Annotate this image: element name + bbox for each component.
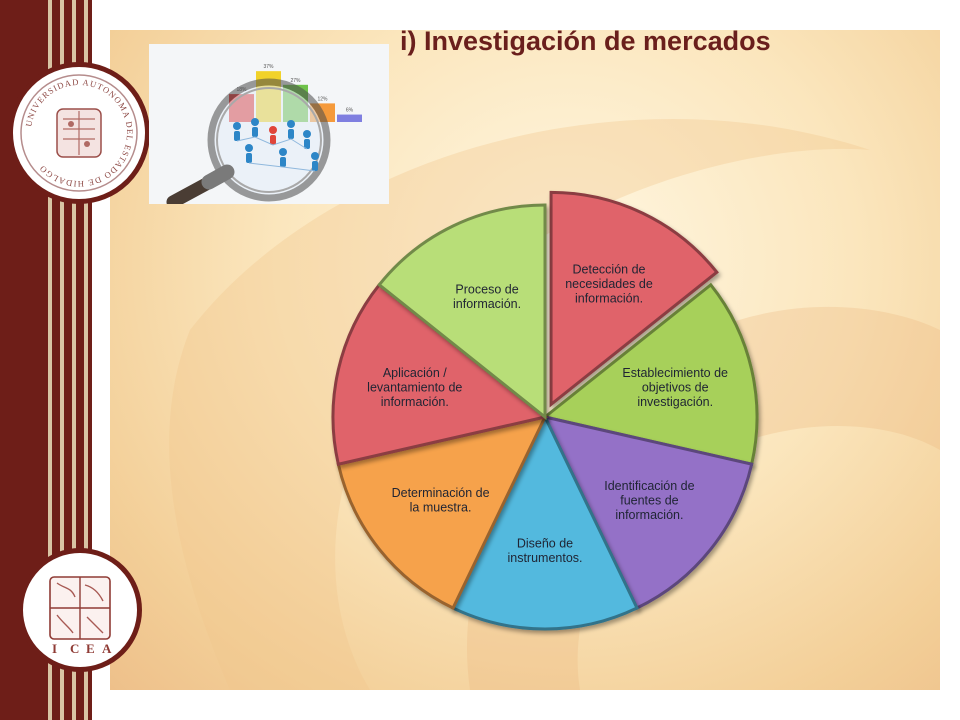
band-stripe <box>84 0 88 720</box>
diagram-segment <box>451 413 639 631</box>
slide-title: i) Investigación de mercados <box>400 26 771 56</box>
band-stripe <box>48 0 52 720</box>
diagram-segment <box>331 282 549 466</box>
diagram-segment-label-line: fuentes de <box>620 493 678 507</box>
diagram-segment-label-line: objetivos de <box>642 380 709 394</box>
diagram-segment-label-line: Proceso de <box>455 282 518 296</box>
diagram-segment-label-line: información. <box>381 395 449 409</box>
diagram-segment-label-line: información. <box>453 297 521 311</box>
diagram-segment-label-line: información. <box>575 292 643 306</box>
diagram-segment-label-line: información. <box>615 508 683 522</box>
people-icons <box>233 118 319 171</box>
diagram-segment-label-line: Determinación de <box>392 486 490 500</box>
band-stripe <box>72 0 76 720</box>
diagram-segment <box>377 203 547 421</box>
university-seal-icon: UNIVERSIDAD AUTONOMA DEL ESTADO DE HIDAL… <box>20 74 138 192</box>
diagram-segment <box>549 190 719 408</box>
university-seal: UNIVERSIDAD AUTONOMA DEL ESTADO DE HIDAL… <box>8 62 150 204</box>
icea-letter: I <box>52 641 57 656</box>
icea-letter: A <box>102 641 112 656</box>
diagram-segment-label-line: la muestra. <box>410 501 472 515</box>
diagram-segment-label-line: instrumentos. <box>507 551 582 565</box>
band-stripe <box>60 0 64 720</box>
diagram-segment <box>542 414 754 611</box>
diagram-segment <box>336 414 548 611</box>
diagram-segment-label-line: levantamiento de <box>367 380 462 394</box>
diagram-segment-label-line: Detección de <box>573 263 646 277</box>
illustration-bar <box>337 114 362 122</box>
diagram-segment <box>541 282 759 466</box>
diagram-segment-label-line: Identificación de <box>604 479 694 493</box>
illustration-bar-label: 37% <box>263 64 274 70</box>
icea-letter: C <box>70 641 79 656</box>
diagram-segment-label-line: necesidades de <box>565 277 653 291</box>
market-research-illustration: 18%37%27%12%6% <box>149 44 389 209</box>
magnifier-chart-icon: 18%37%27%12%6% <box>149 44 389 209</box>
diagram-segment-label-line: Diseño de <box>517 536 573 550</box>
illustration-bar-label: 27% <box>290 78 301 84</box>
diagram-segment-label-line: Aplicación / <box>383 366 447 380</box>
diagram-segment-label-line: investigación. <box>637 395 713 409</box>
illustration-bar-label: 6% <box>346 108 354 114</box>
illustration-bar-label: 12% <box>317 96 328 102</box>
diagram-segment-label-line: Establecimiento de <box>622 366 728 380</box>
icea-letter: E <box>86 641 95 656</box>
